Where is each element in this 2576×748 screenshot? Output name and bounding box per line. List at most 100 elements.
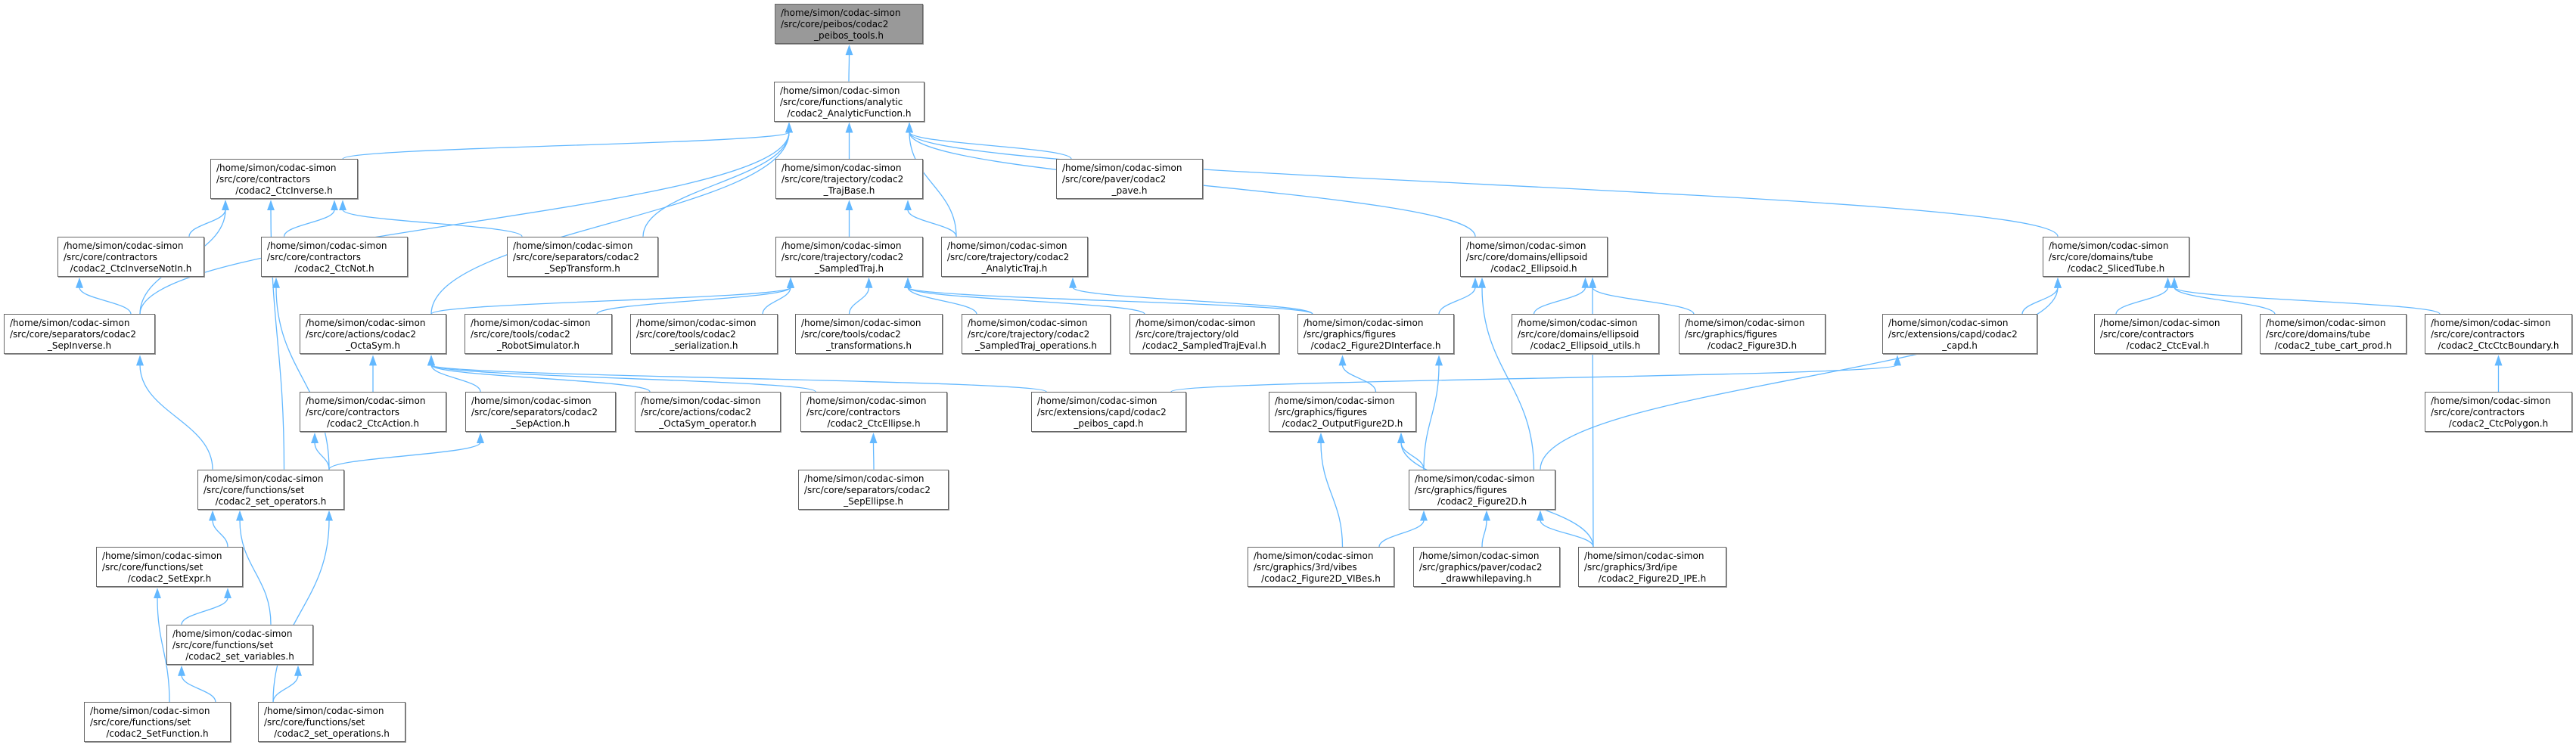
node-label-line: /home/simon/codac-simon — [801, 318, 921, 329]
node-ctcinversenotin[interactable]: /home/simon/codac-simon/src/core/contrac… — [57, 236, 204, 277]
node-ctcctcboundary[interactable]: /home/simon/codac-simon/src/core/contrac… — [2425, 314, 2572, 355]
node-label-line: /src/core/separators/codac2 — [513, 251, 639, 262]
node-label-line: /src/core/tools/codac2 — [801, 329, 901, 340]
edge-CtcInverseNotIn-to-CtcInverse — [188, 200, 229, 237]
node-setfunction[interactable]: /home/simon/codac-simon/src/core/functio… — [84, 702, 231, 743]
node-label-line: /src/graphics/figures — [1415, 484, 1508, 495]
node-tube-cart-prod[interactable]: /home/simon/codac-simon/src/core/domains… — [2260, 314, 2407, 355]
node-pave[interactable]: /home/simon/codac-simon/src/core/paver/c… — [1056, 159, 1203, 200]
node-drawwhilepaving[interactable]: /home/simon/codac-simon/src/graphics/pav… — [1413, 547, 1560, 588]
edge-SlicedTube-to-AnalyticFunction — [906, 122, 2059, 237]
node-peibos-capd[interactable]: /home/simon/codac-simon/src/extensions/c… — [1031, 392, 1186, 432]
node-figure3d[interactable]: /home/simon/codac-simon/src/graphics/fig… — [1679, 314, 1826, 355]
node-ctcinverse[interactable]: /home/simon/codac-simon/src/core/contrac… — [210, 159, 358, 200]
node-transformations[interactable]: /home/simon/codac-simon/src/core/tools/c… — [795, 314, 943, 355]
node-label-line: _SampledTraj.h — [814, 262, 884, 274]
node-analytictraj[interactable]: /home/simon/codac-simon/src/core/traject… — [941, 236, 1088, 277]
node-serialization[interactable]: /home/simon/codac-simon/src/core/tools/c… — [630, 314, 778, 355]
edge-tube_cart_prod-to-SlicedTube — [2170, 277, 2276, 315]
node-label-line: /src/core/domains/tube — [2049, 251, 2154, 262]
node-label-line: _serialization.h — [670, 340, 738, 352]
node-label-line: /src/core/trajectory/codac2 — [782, 174, 904, 185]
node-label-line: /src/core/domains/ellipsoid — [1518, 329, 1639, 340]
edge-OctaSym-to-SampledTraj — [430, 277, 794, 315]
node-setexpr[interactable]: /home/simon/codac-simon/src/core/functio… — [96, 547, 243, 588]
node-figure2d[interactable]: /home/simon/codac-simon/src/graphics/fig… — [1409, 469, 1555, 510]
edge-set_operators-to-SepAction — [328, 433, 484, 470]
node-outputfigure2d[interactable]: /home/simon/codac-simon/src/graphics/fig… — [1269, 392, 1416, 432]
node-sampledtraj[interactable]: /home/simon/codac-simon/src/core/traject… — [775, 236, 923, 277]
node-septransform[interactable]: /home/simon/codac-simon/src/core/separat… — [507, 236, 658, 277]
edge-Figure3D-to-Ellipsoid — [1589, 277, 1695, 315]
node-label-line: /src/core/actions/codac2 — [306, 329, 417, 340]
node-ctcaction[interactable]: /home/simon/codac-simon/src/core/contrac… — [300, 392, 446, 432]
node-sepinverse[interactable]: /home/simon/codac-simon/src/core/separat… — [4, 314, 155, 355]
node-label-line: /home/simon/codac-simon — [306, 318, 426, 329]
node-label-line: /home/simon/codac-simon — [2431, 396, 2551, 406]
node-label-line: _SepAction.h — [511, 418, 570, 429]
node-figure2dinterface[interactable]: /home/simon/codac-simon/src/graphics/fig… — [1297, 314, 1454, 355]
edge-VIBes-to-Figure2D — [1378, 510, 1428, 548]
node-label-line: /codac2_SetFunction.h — [106, 728, 209, 740]
node-label-line: /home/simon/codac-simon — [1518, 318, 1638, 329]
node-ctcnot[interactable]: /home/simon/codac-simon/src/core/contrac… — [261, 236, 408, 277]
edge-pave-to-AnalyticFunction — [906, 122, 1072, 160]
node-label-line: /home/simon/codac-simon — [471, 396, 592, 406]
node-ellipsoid-utils[interactable]: /home/simon/codac-simon/src/core/domains… — [1512, 314, 1659, 355]
node-ctcellipse[interactable]: /home/simon/codac-simon/src/core/contrac… — [800, 392, 947, 432]
node-sampledtrajeval[interactable]: /home/simon/codac-simon/src/core/traject… — [1130, 314, 1279, 355]
node-sampledtraj-operations[interactable]: /home/simon/codac-simon/src/core/traject… — [962, 314, 1111, 355]
node-label-line: /home/simon/codac-simon — [267, 240, 387, 251]
node-label-line: /src/core/peibos/codac2 — [781, 19, 889, 29]
node-set-variables[interactable]: /home/simon/codac-simon/src/core/functio… — [166, 624, 313, 665]
node-capd[interactable]: /home/simon/codac-simon/src/extensions/c… — [1882, 314, 2037, 355]
edge-SepInverse-to-CtcInverseNotIn — [76, 277, 132, 315]
node-label-line: /codac2_OutputFigure2D.h — [1282, 418, 1403, 429]
node-label-line: /home/simon/codac-simon — [1888, 318, 2009, 329]
node-label-line: /src/core/paver/codac2 — [1062, 174, 1167, 185]
node-label-line: /src/graphics/figures — [1275, 407, 1368, 417]
node-label-line: /codac2_CtcInverseNotIn.h — [70, 262, 192, 274]
node-slicedtube[interactable]: /home/simon/codac-simon/src/core/domains… — [2043, 236, 2189, 277]
node-label-line: /src/core/contractors — [2431, 329, 2525, 340]
node-ipe[interactable]: /home/simon/codac-simon/src/graphics/3rd… — [1578, 547, 1726, 588]
node-sepaction[interactable]: /home/simon/codac-simon/src/core/separat… — [465, 392, 616, 432]
edge-capd-to-SlicedTube — [2021, 277, 2062, 315]
node-label-line: /codac2_SampledTrajEval.h — [1142, 340, 1266, 352]
node-label-line: _SampledTraj_operations.h — [974, 340, 1098, 352]
node-label-line: /codac2_CtcNot.h — [294, 262, 374, 274]
node-label-line: /home/simon/codac-simon — [780, 85, 900, 96]
node-set-operations[interactable]: /home/simon/codac-simon/src/core/functio… — [258, 702, 406, 743]
node-robotsimulator[interactable]: /home/simon/codac-simon/src/core/tools/c… — [465, 314, 612, 355]
edge-Figure2DInterface-to-AnalyticTraj — [1069, 277, 1313, 315]
node-label-line: /codac2_Figure2D.h — [1437, 495, 1527, 507]
node-ctcpolygon[interactable]: /home/simon/codac-simon/src/core/contrac… — [2425, 392, 2572, 432]
node-vibes[interactable]: /home/simon/codac-simon/src/graphics/3rd… — [1248, 547, 1394, 588]
node-label-line: /src/core/contractors — [216, 174, 311, 185]
node-octasym-operator[interactable]: /home/simon/codac-simon/src/core/actions… — [635, 392, 781, 432]
node-label-line: /src/core/actions/codac2 — [641, 407, 752, 417]
node-ellipsoid[interactable]: /home/simon/codac-simon/src/core/domains… — [1460, 236, 1608, 277]
node-label-line: /codac2_set_operators.h — [215, 495, 327, 507]
node-label-line: _OctaSym_operator.h — [659, 418, 757, 429]
node-label-line: /src/extensions/capd/codac2 — [1888, 329, 2018, 340]
node-trajbase[interactable]: /home/simon/codac-simon/src/core/traject… — [775, 159, 923, 200]
node-label-line: /codac2_Ellipsoid.h — [1490, 262, 1577, 274]
node-analyticfunction[interactable]: /home/simon/codac-simon/src/core/functio… — [774, 81, 924, 122]
edge-CtcEval-to-SlicedTube — [2115, 277, 2172, 315]
node-label-line: /home/simon/codac-simon — [1275, 396, 1395, 406]
node-ctceval[interactable]: /home/simon/codac-simon/src/core/contrac… — [2094, 314, 2242, 355]
node-sepellipse[interactable]: /home/simon/codac-simon/src/core/separat… — [798, 469, 949, 510]
node-label-line: /home/simon/codac-simon — [64, 240, 184, 251]
edge-AnalyticTraj-to-AnalyticFunction — [906, 122, 957, 237]
node-label-line: /home/simon/codac-simon — [90, 706, 210, 717]
node-set-operators[interactable]: /home/simon/codac-simon/src/core/functio… — [197, 469, 344, 510]
node-octasym[interactable]: /home/simon/codac-simon/src/core/actions… — [300, 314, 446, 355]
node-label-line: /src/core/contractors — [267, 251, 362, 262]
edge-set_operations-to-set_variables — [272, 665, 302, 703]
node-label-line: _OctaSym.h — [346, 340, 400, 352]
edge-serialization-to-SampledTraj — [762, 277, 794, 315]
edge-peibos_capd-to-capd — [1170, 355, 1901, 393]
node-label-line: /home/simon/codac-simon — [1419, 551, 1540, 562]
